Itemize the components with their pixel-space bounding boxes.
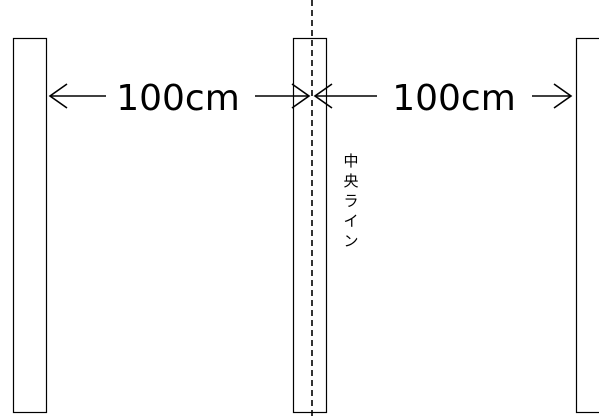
left-arrow-to-center-line [255, 83, 311, 109]
left-arrow-to-left-bar [48, 83, 106, 109]
center-line-label-char: 中 [343, 152, 358, 170]
right-arrow-to-right-bar [532, 83, 573, 109]
center-line-label-char: ン [343, 232, 358, 250]
right-arrow-to-center-line [313, 83, 377, 109]
right-spacing-label: 100cm [392, 78, 516, 119]
center-bar [292, 37, 328, 414]
right-bar [575, 37, 599, 414]
left-spacing-label: 100cm [116, 78, 240, 119]
left-bar [12, 37, 48, 414]
center-line-label-char: イ [343, 212, 358, 230]
center-line-label-char: ラ [343, 192, 358, 210]
center-line-label-char: 央 [343, 172, 358, 190]
